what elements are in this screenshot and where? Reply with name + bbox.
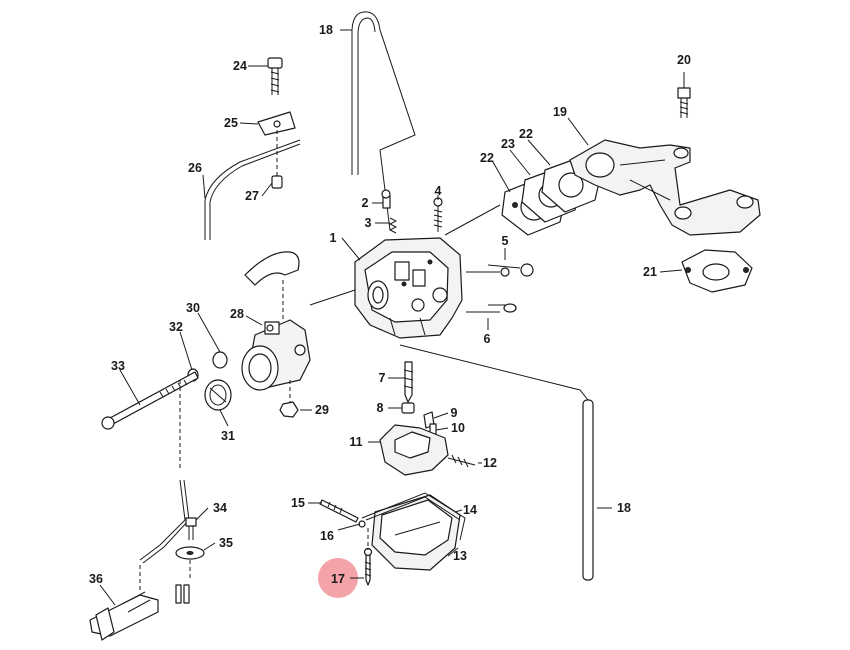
float-bowl-13 xyxy=(371,494,461,571)
screws-6 xyxy=(466,303,517,313)
callout-13: 13 xyxy=(453,549,467,563)
callout-12: 12 xyxy=(483,456,497,470)
needle-7 xyxy=(403,361,414,403)
washer-35 xyxy=(175,546,205,560)
bolt-33 xyxy=(101,371,199,430)
callout-10: 10 xyxy=(451,421,465,435)
callout-23: 23 xyxy=(501,137,515,151)
screw-17 xyxy=(363,547,373,586)
callout-1: 1 xyxy=(330,231,337,245)
bolt-20 xyxy=(677,87,691,118)
screw-4 xyxy=(433,197,443,232)
ring-31 xyxy=(204,379,232,411)
cable-26 xyxy=(204,139,301,240)
callout-18-top: 18 xyxy=(319,23,333,37)
callout-30: 30 xyxy=(186,301,200,315)
throttle-body-28 xyxy=(241,319,311,391)
highlight-circle xyxy=(318,558,358,598)
callout-18-right: 18 xyxy=(617,501,631,515)
callout-3: 3 xyxy=(365,216,372,230)
callout-25: 25 xyxy=(224,116,238,130)
callout-2: 2 xyxy=(362,196,369,210)
jet-8 xyxy=(401,402,415,414)
nut-29 xyxy=(279,401,299,418)
callout-26: 26 xyxy=(188,161,202,175)
callout-20: 20 xyxy=(677,53,691,67)
callout-19: 19 xyxy=(553,105,567,119)
callout-16: 16 xyxy=(320,529,334,543)
screw-34 xyxy=(185,517,197,540)
callout-9: 9 xyxy=(451,406,458,420)
callout-24: 24 xyxy=(233,59,247,73)
screw-15 xyxy=(319,499,359,523)
callout-7: 7 xyxy=(379,371,386,385)
gasket-14 xyxy=(361,492,466,541)
float-11 xyxy=(379,424,449,476)
callout-33: 33 xyxy=(111,359,125,373)
callout-22-left: 22 xyxy=(480,151,494,165)
gasket-21 xyxy=(681,249,753,293)
callout-17: 17 xyxy=(331,572,345,586)
callout-28: 28 xyxy=(230,307,244,321)
fuel-hose-right xyxy=(582,399,594,581)
pin-9-10 xyxy=(423,411,437,435)
carburetor-body xyxy=(354,237,463,339)
clamp-36 xyxy=(89,584,190,641)
callout-labels: 1 2 3 4 5 6 7 8 9 10 11 12 13 14 15 16 1… xyxy=(89,23,691,586)
callout-8: 8 xyxy=(377,401,384,415)
callout-21: 21 xyxy=(643,265,657,279)
callout-11: 11 xyxy=(349,435,362,449)
fuel-hose-top xyxy=(351,11,416,231)
screw-2 xyxy=(381,189,391,209)
callout-35: 35 xyxy=(219,536,233,550)
screws-5 xyxy=(466,263,534,277)
callout-31: 31 xyxy=(221,429,235,443)
clip-27 xyxy=(271,175,283,189)
intake-manifold-19 xyxy=(569,139,761,236)
callout-6: 6 xyxy=(484,332,491,346)
callout-29: 29 xyxy=(315,403,329,417)
callout-34: 34 xyxy=(213,501,227,515)
callout-36: 36 xyxy=(89,572,103,586)
callout-22-right: 22 xyxy=(519,127,533,141)
cap-30 xyxy=(212,351,228,369)
spring-3 xyxy=(388,217,398,234)
callout-4: 4 xyxy=(435,184,442,198)
callout-15: 15 xyxy=(291,496,305,510)
callout-32: 32 xyxy=(169,320,183,334)
callout-27: 27 xyxy=(245,189,259,203)
bracket-25 xyxy=(257,111,296,136)
screw-12 xyxy=(447,454,476,468)
callout-5: 5 xyxy=(502,234,509,248)
callout-14: 14 xyxy=(463,503,477,517)
bolt-24 xyxy=(267,57,283,95)
